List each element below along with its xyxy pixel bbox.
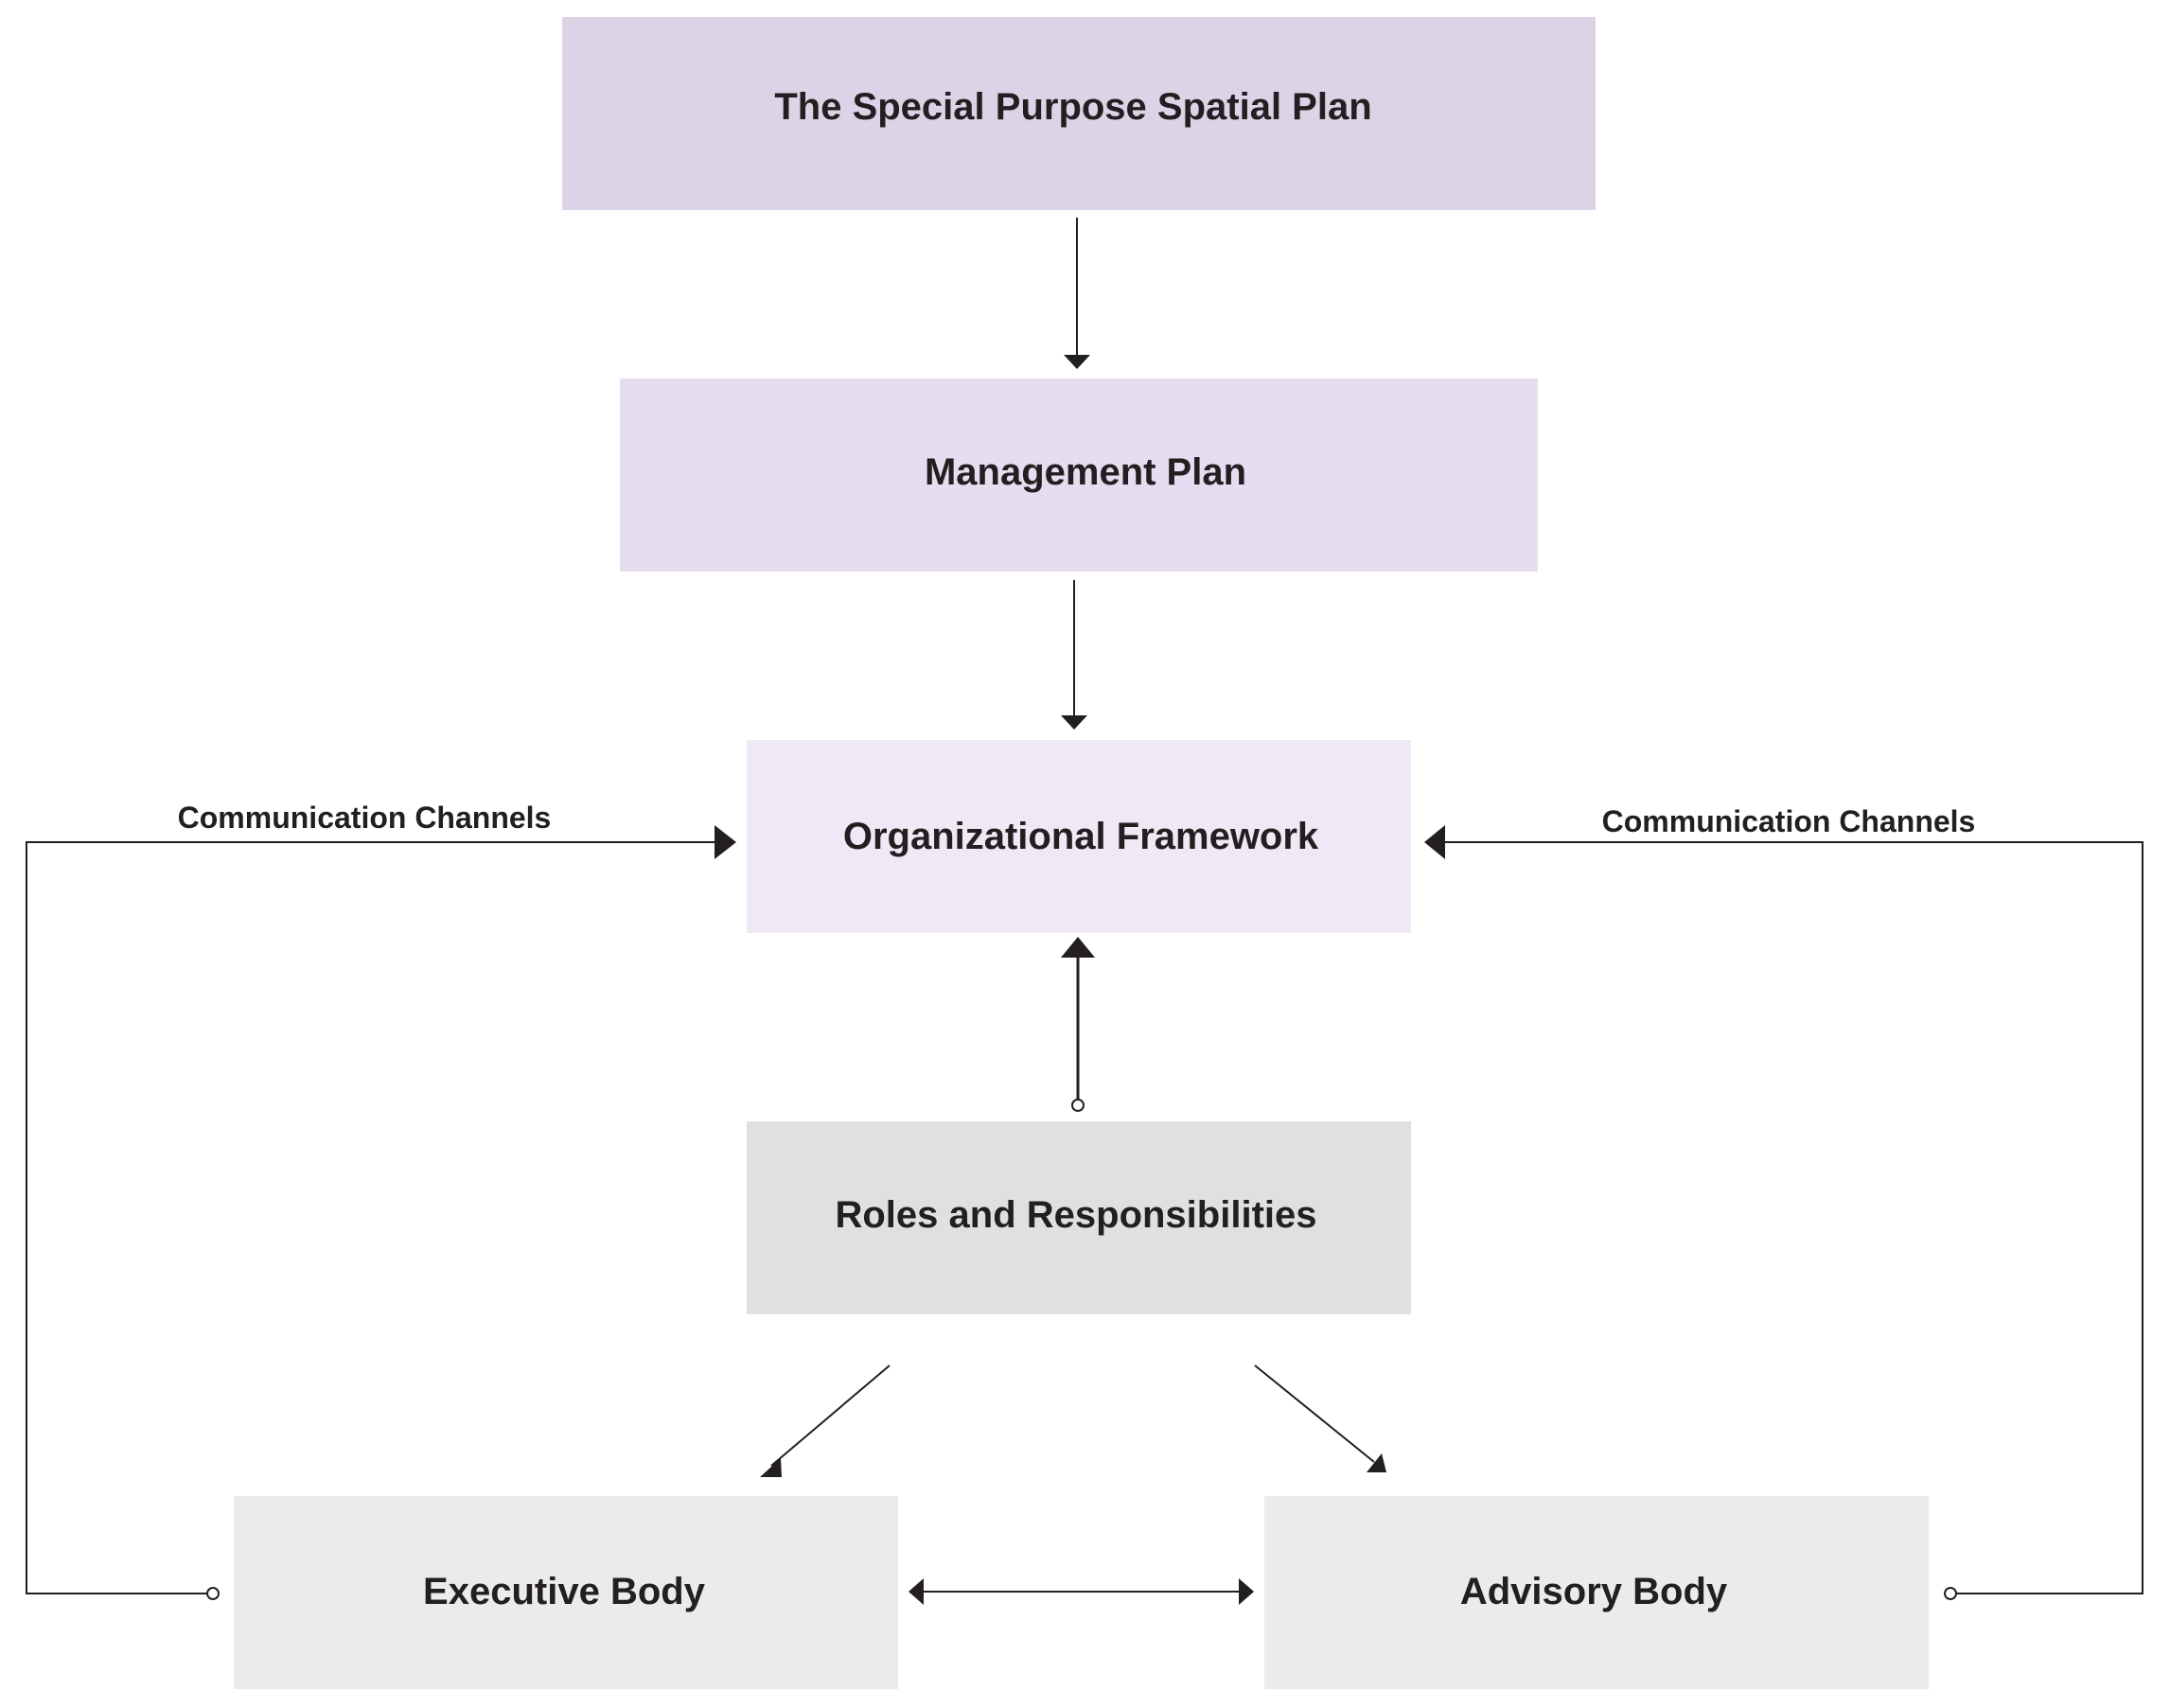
arrow-management-to-framework xyxy=(1061,580,1087,730)
executive-body-label: Executive Body xyxy=(423,1571,706,1612)
right-channel-label: Communication Channels xyxy=(1602,804,1976,838)
left-channel-label: Communication Channels xyxy=(178,801,552,835)
spatial-plan-label: The Special Purpose Spatial Plan xyxy=(774,86,1371,128)
org-framework-label: Organizational Framework xyxy=(843,816,1319,857)
management-plan-box xyxy=(620,379,1538,572)
spatial-plan-box xyxy=(562,17,1596,210)
arrow-executive-advisory xyxy=(909,1578,1254,1605)
org-framework-box xyxy=(747,740,1411,933)
arrow-spatial-to-management xyxy=(1064,218,1090,369)
roles-label: Roles and Responsibilities xyxy=(835,1194,1316,1236)
arrow-roles-to-framework xyxy=(1061,937,1095,1112)
arrow-roles-to-advisory xyxy=(1254,1365,1386,1472)
roles-box xyxy=(747,1121,1411,1314)
advisory-body-box xyxy=(1264,1496,1929,1689)
arrow-roles-to-executive xyxy=(760,1365,891,1477)
advisory-body-label: Advisory Body xyxy=(1460,1571,1728,1612)
executive-body-box xyxy=(234,1496,898,1689)
right-communication-channel xyxy=(1424,825,2144,1600)
management-plan-label: Management Plan xyxy=(925,451,1246,493)
left-communication-channel xyxy=(26,825,736,1600)
